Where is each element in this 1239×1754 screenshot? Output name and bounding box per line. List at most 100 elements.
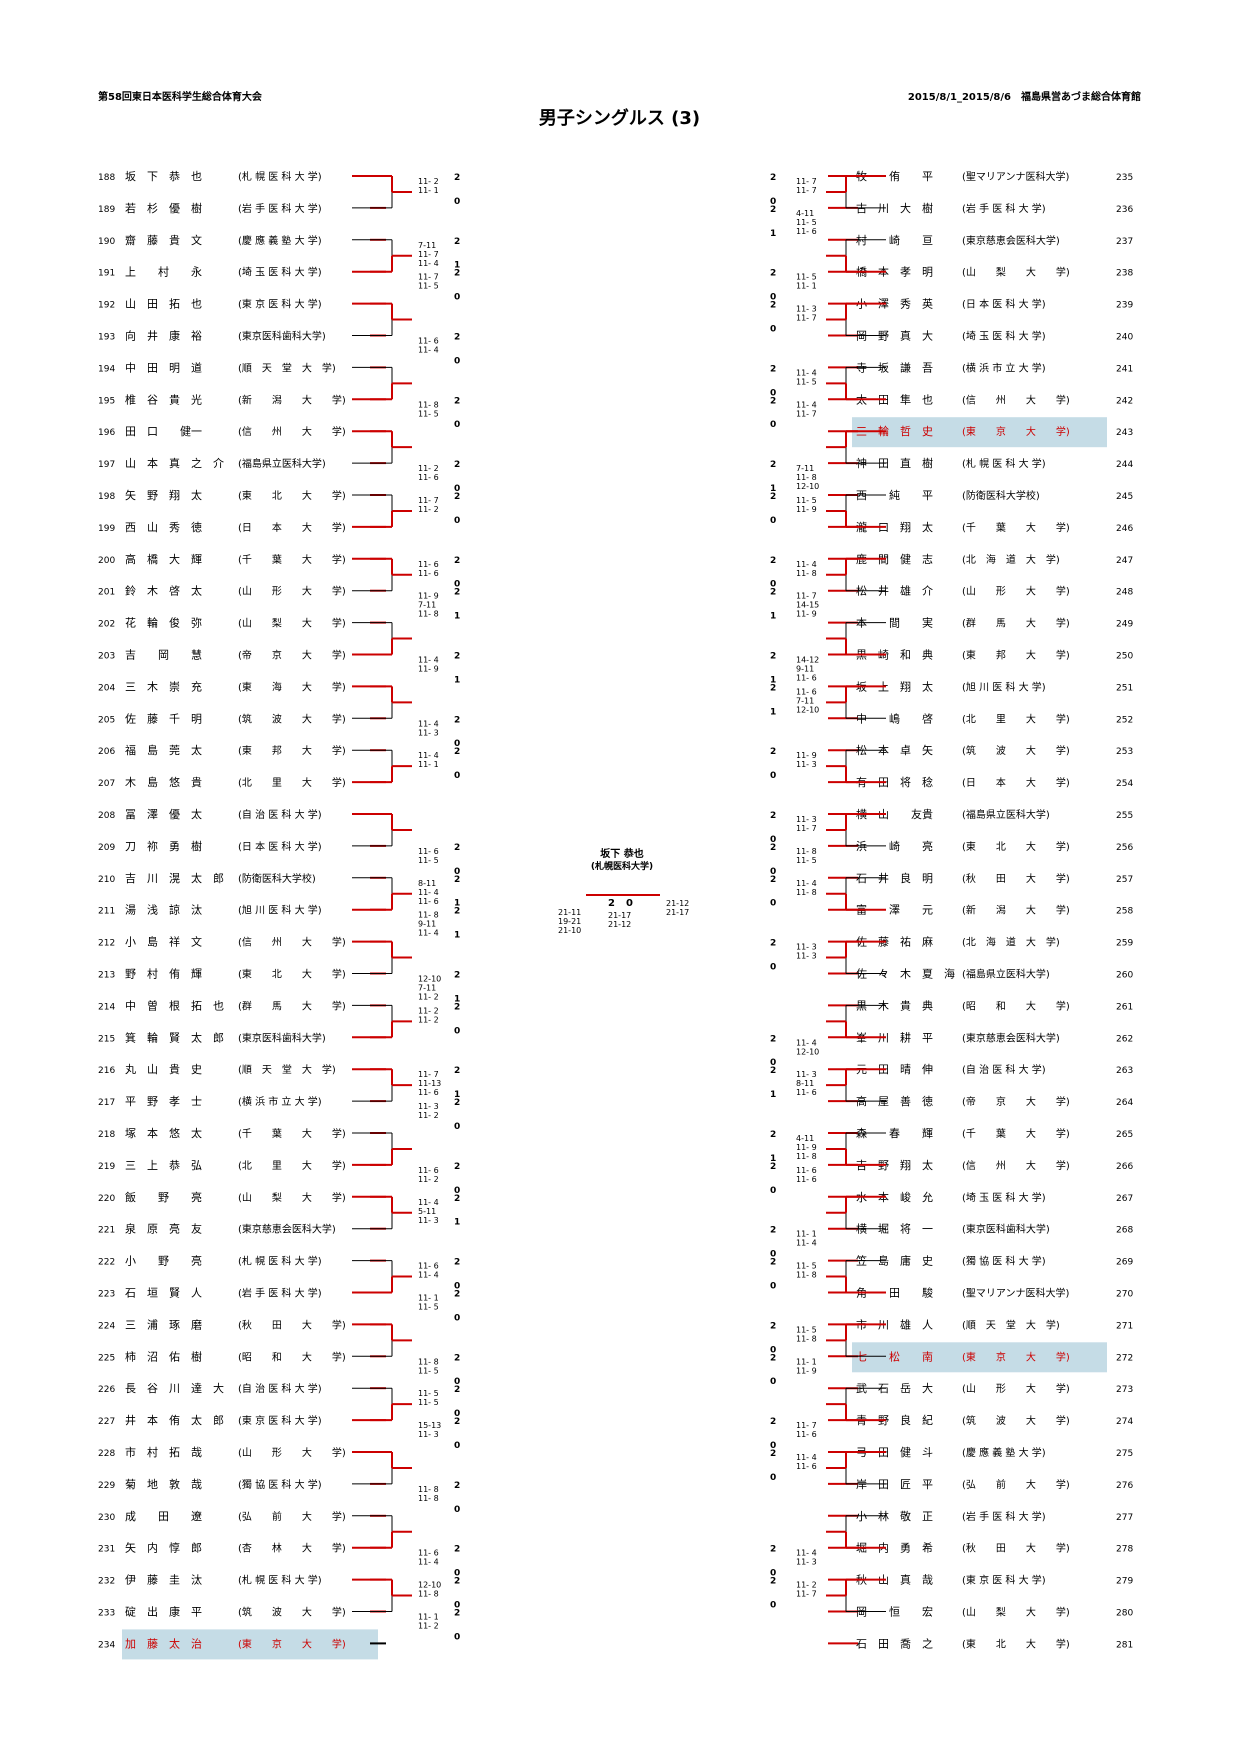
game-score: 11- 7	[796, 1590, 817, 1599]
player-number: 193	[98, 333, 115, 343]
player-school: (信 州 大 学)	[238, 425, 346, 438]
game-score: 11- 4	[418, 1558, 439, 1567]
player-number: 213	[98, 971, 115, 981]
player-number: 197	[98, 460, 115, 470]
game-score: 7-11	[418, 241, 436, 250]
player-name: 小 澤 秀 英	[856, 297, 933, 311]
player-school: (福島県立医科大学)	[962, 808, 1050, 821]
player-school: (山 梨 大 学)	[238, 1191, 346, 1204]
game-score: 11- 6	[418, 847, 439, 856]
player-number: 246	[1116, 524, 1133, 534]
game-score: 11- 2	[418, 1175, 439, 1184]
match-score-loser: 0	[454, 1313, 460, 1323]
player-number: 228	[98, 1449, 115, 1459]
player-name: 七 松 南	[856, 1349, 933, 1363]
player-name: 古 川 大 樹	[856, 201, 933, 215]
player-number: 276	[1116, 1481, 1133, 1491]
player-number: 202	[98, 620, 115, 630]
match-score-loser: 1	[454, 261, 460, 271]
game-score: 11- 4	[796, 879, 817, 888]
match-score-winner: 2	[454, 907, 460, 917]
match-score-loser: 0	[770, 420, 776, 430]
player-name: 柿 沼 佑 樹	[125, 1349, 202, 1363]
player-name: 福 島 莞 太	[125, 743, 202, 757]
player-name: 吉 川 滉 太 郎	[125, 871, 224, 885]
player-number: 277	[1116, 1513, 1133, 1523]
player-name: 三 輪 哲 史	[856, 424, 933, 438]
game-score: 11- 1	[418, 1613, 439, 1622]
player-name: 石 井 良 明	[856, 871, 933, 885]
match-score-winner: 2	[770, 588, 776, 598]
game-score: 11- 2	[796, 1581, 817, 1590]
match-score-winner: 2	[454, 173, 460, 183]
player-school: (新 潟 大 学)	[962, 904, 1070, 917]
player-name: 冨 澤 優 太	[125, 808, 202, 821]
player-name: 西 山 秀 徳	[125, 521, 202, 534]
match-score-winner: 2	[770, 843, 776, 853]
player-school: (聖マリアンナ医科大学)	[962, 170, 1070, 183]
player-name: 刀 祢 勇 樹	[125, 840, 202, 853]
player-name: 飯 野 亮	[125, 1190, 202, 1204]
match-score-winner: 2	[770, 269, 776, 279]
game-score: 11- 6	[418, 1549, 439, 1558]
match-score-winner: 2	[770, 173, 776, 183]
player-number: 200	[98, 556, 115, 566]
player-number: 274	[1116, 1417, 1133, 1427]
game-score: 11- 5	[418, 1398, 439, 1407]
player-name: 神 田 直 樹	[856, 456, 933, 470]
match-score-loser: 0	[454, 197, 460, 207]
player-school: (北 里 大 学)	[962, 712, 1070, 725]
player-number: 257	[1116, 875, 1133, 885]
player-number: 273	[1116, 1385, 1133, 1395]
player-name: 堀 内 勇 希	[856, 1541, 933, 1555]
player-school: (岩 手 医 科 大 学)	[962, 202, 1046, 215]
player-school: (山 梨 大 学)	[962, 266, 1070, 279]
player-name: 横 山 友貴	[856, 807, 933, 821]
player-name: 三 浦 琢 磨	[125, 1318, 202, 1331]
game-score: 11- 6	[796, 687, 817, 696]
player-name: 中 嶋 啓	[856, 711, 933, 725]
player-school: (昭 和 大 学)	[962, 999, 1070, 1012]
game-score: 12-10	[418, 1581, 441, 1590]
player-name: 伊 藤 圭 汰	[125, 1573, 202, 1587]
player-number: 206	[98, 747, 115, 757]
game-score: 11- 1	[418, 760, 439, 769]
player-school: (東 京 大 学)	[962, 1350, 1070, 1363]
player-school: (東 邦 大 学)	[238, 744, 346, 757]
game-score: 11- 5	[796, 218, 817, 227]
player-school: (岩 手 医 科 大 学)	[238, 202, 322, 215]
game-score: 11- 6	[796, 1462, 817, 1471]
game-score: 11- 2	[418, 177, 439, 186]
match-score-loser: 0	[770, 835, 776, 845]
player-name: 高 橋 大 輝	[125, 552, 202, 566]
player-name: 岡 恒 宏	[856, 1605, 933, 1619]
match-score-winner: 2	[770, 652, 776, 662]
game-score: 11- 5	[418, 856, 439, 865]
player-school: (東 北 大 学)	[238, 968, 346, 981]
player-name: 山 田 拓 也	[125, 297, 202, 311]
player-number: 280	[1116, 1609, 1133, 1619]
match-score-winner: 2	[454, 1194, 460, 1204]
match-score-winner: 2	[770, 1545, 776, 1555]
player-name: 佐 藤 祐 麻	[856, 935, 933, 949]
player-name: 木 島 悠 貴	[125, 775, 202, 789]
match-score-loser: 0	[770, 1186, 776, 1196]
player-school: (札 幌 医 科 大 学)	[238, 170, 322, 183]
player-name: 三 木 崇 充	[125, 679, 202, 693]
match-score-winner: 2	[770, 1321, 776, 1331]
game-score: 11- 4	[796, 400, 817, 409]
player-number: 248	[1116, 588, 1133, 598]
game-score: 11- 9	[796, 1143, 817, 1152]
player-school: (秋 田 大 学)	[238, 1318, 346, 1331]
game-score: 11- 5	[796, 856, 817, 865]
game-score: 11- 8	[796, 569, 817, 578]
player-name: 岸 田 匠 平	[856, 1478, 933, 1491]
match-score-loser: 0	[770, 1377, 776, 1387]
match-score-winner: 2	[454, 1353, 460, 1363]
match-score-winner: 2	[454, 1258, 460, 1268]
match-score-winner: 2	[770, 1034, 776, 1044]
game-score: 11- 8	[796, 847, 817, 856]
game-score: 12-10	[418, 975, 441, 984]
match-score-loser: 0	[770, 388, 776, 398]
player-number: 223	[98, 1290, 115, 1300]
